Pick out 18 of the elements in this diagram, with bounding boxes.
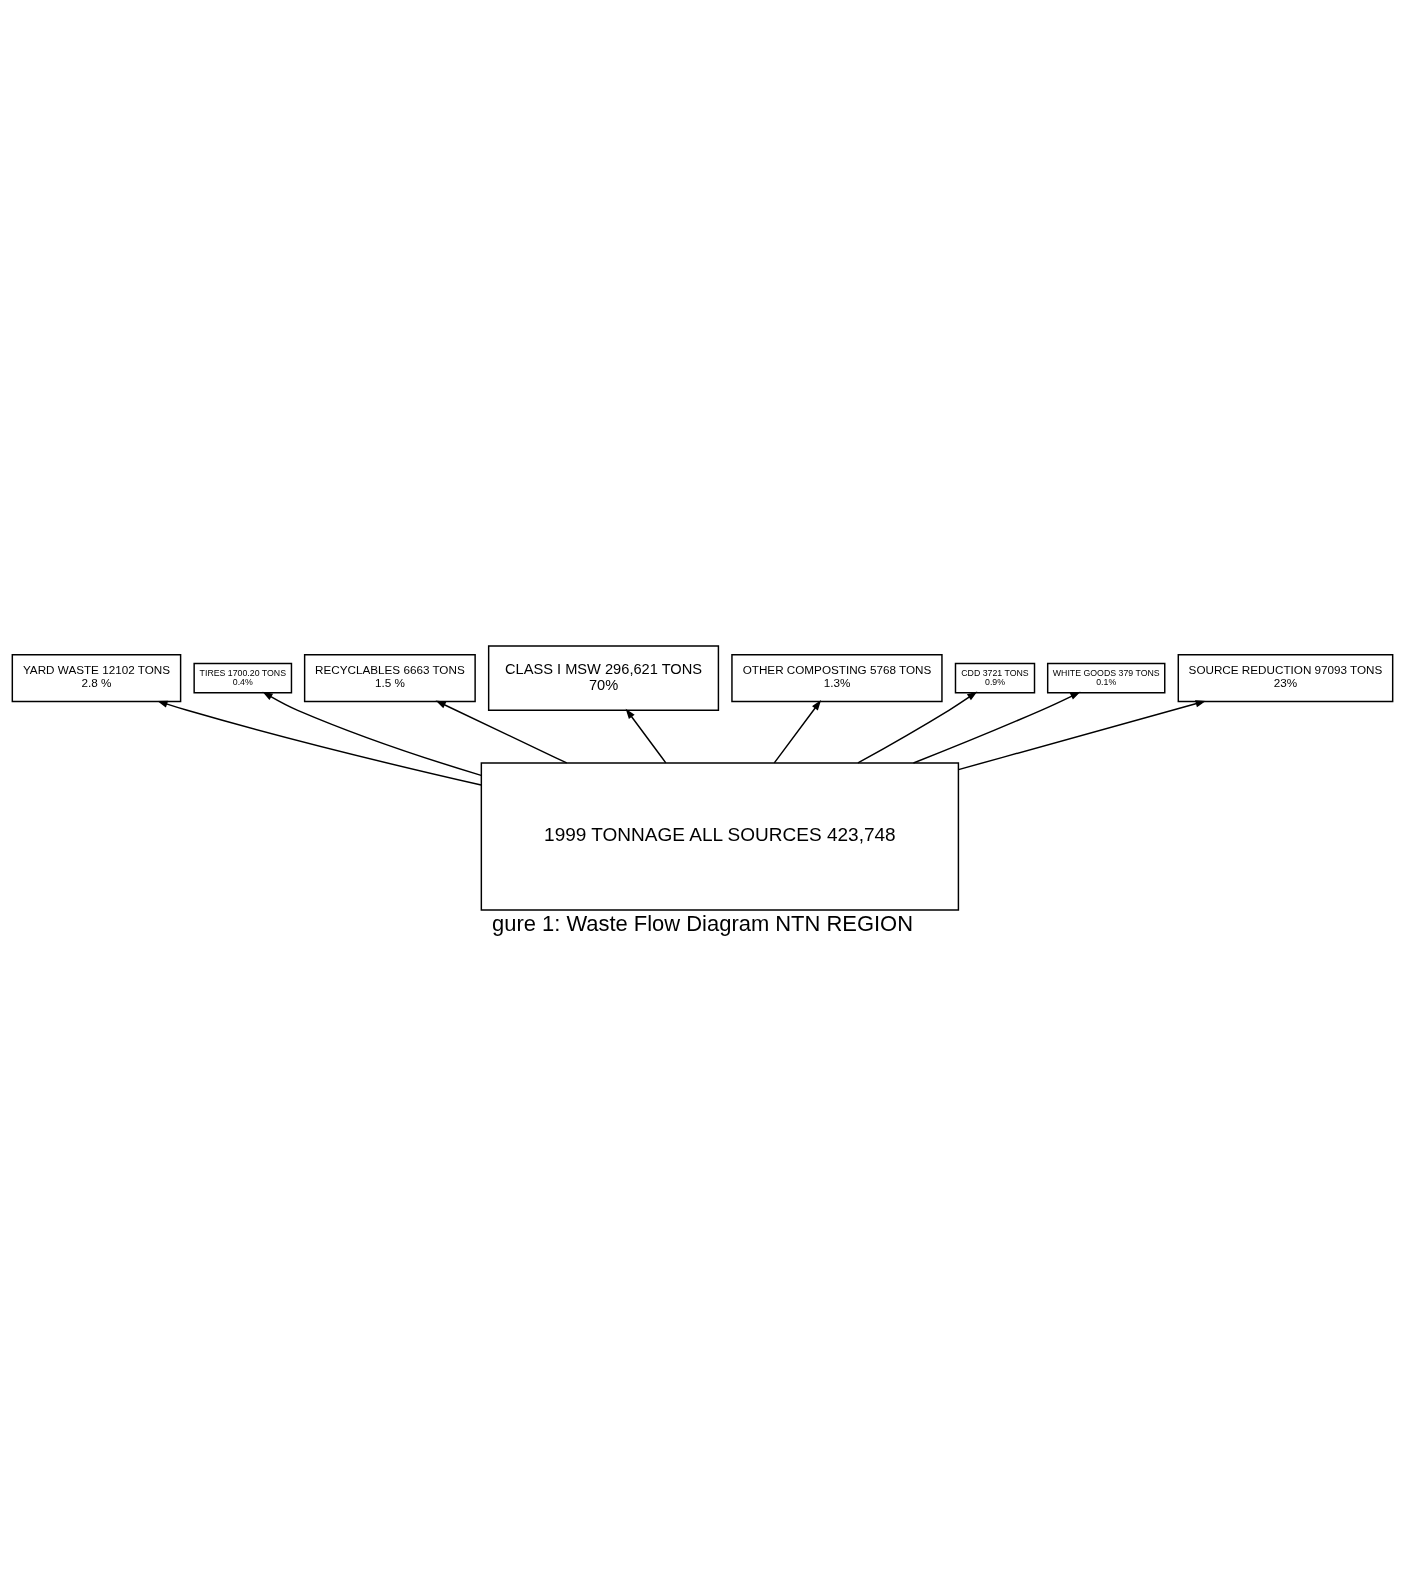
arrow: [957, 699, 1206, 770]
arrow: [773, 699, 822, 764]
node-box: CLASS I MSW 296,621 TONS 70%: [487, 644, 720, 711]
arrow: [912, 691, 1081, 764]
arrow: [262, 691, 482, 776]
diagram-title: gure 1: Waste Flow Diagram NTN REGION: [492, 910, 913, 936]
node-box: WHITE GOODS 379 TONS 0.1%: [1046, 662, 1166, 693]
node-box: CDD 3721 TONS 0.9%: [954, 662, 1036, 693]
arrow: [857, 691, 978, 764]
node-box: RECYCLABLES 6663 TONS 1.5 %: [303, 653, 476, 702]
arrow: [157, 700, 482, 786]
node-box: TIRES 1700.20 TONS 0.4%: [193, 662, 293, 693]
arrow: [625, 708, 667, 764]
node-box: YARD WASTE 12102 TONS 2.8 %: [11, 653, 182, 702]
node-box: OTHER COMPOSTING 5768 TONS 1.3%: [731, 653, 943, 702]
node-box: 1999 TONNAGE ALL SOURCES 423,748: [480, 761, 960, 911]
node-box: SOURCE REDUCTION 97093 TONS 23%: [1177, 653, 1394, 702]
arrow: [435, 700, 568, 764]
